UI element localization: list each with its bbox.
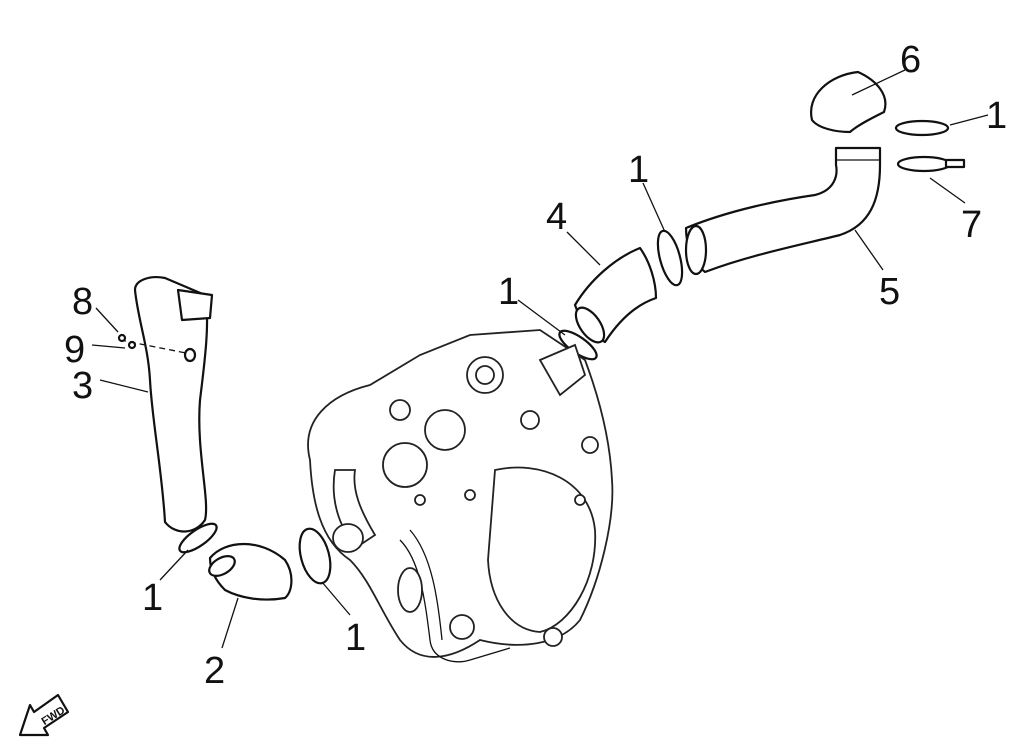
part-1-clamp[interactable] [653,228,687,287]
callout-1: 1 [498,271,519,313]
callout-9: 9 [64,329,85,371]
callout-2: 2 [204,650,225,692]
part-7-clamp[interactable] [896,155,952,173]
callout-8: 8 [72,281,93,323]
leader-lines [91,69,989,649]
part-5-upper-hose[interactable] [684,146,882,274]
callout-7: 7 [961,204,982,246]
callout-1: 1 [345,617,366,659]
callout-6: 6 [900,39,921,81]
callout-3: 3 [72,365,93,407]
callout-1: 1 [142,577,163,619]
engine-assembly [307,329,614,663]
part-9-washer[interactable] [127,340,137,350]
callout-5: 5 [879,271,900,313]
callout-1: 1 [628,149,649,191]
part-6-cap[interactable] [809,70,887,134]
callout-4: 4 [546,196,567,238]
part-1-clamp[interactable] [894,119,950,137]
fwd-arrow-icon: FWD [18,693,70,737]
part-1-clamp[interactable] [175,519,220,557]
part-8-screw[interactable] [117,333,127,343]
callout-1: 1 [986,95,1007,137]
